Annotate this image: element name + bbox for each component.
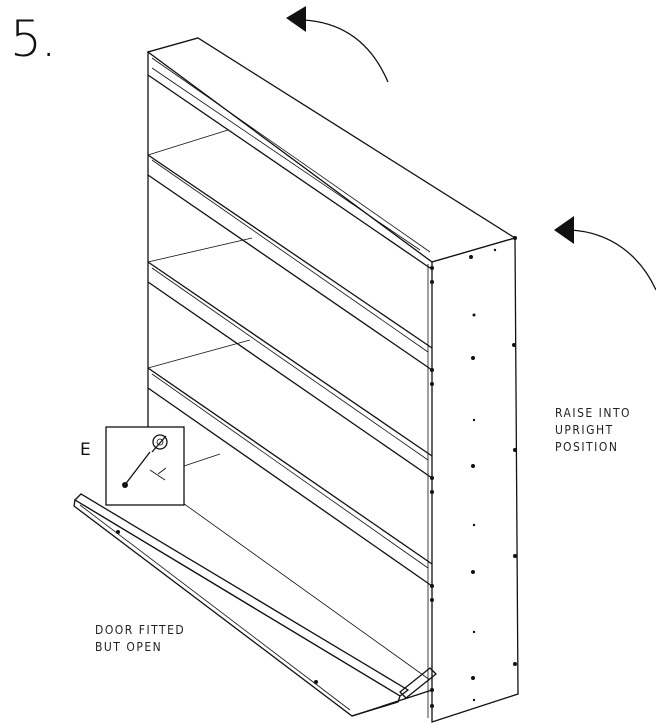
callout-label: E [80,440,91,460]
curved-arrow-icon [286,6,389,83]
cabinet-shelf [147,129,433,371]
instruction-line: UPRIGHT [555,423,614,437]
door-instruction: DOOR FITTED BUT OPEN [95,622,185,656]
open-door [73,493,437,717]
raise-instruction: RAISE INTO UPRIGHT POSITION [555,405,631,456]
cabinet-shelf [147,339,433,587]
cabinet-right-side [427,236,519,723]
instruction-line: RAISE INTO [555,406,632,420]
instruction-line: POSITION [555,440,619,454]
callout-detail-box [105,426,185,506]
cabinet-shelf [147,237,433,479]
curved-arrow-icon [554,216,656,291]
cabinet-top [146,37,517,269]
step-number: 5. [10,10,57,68]
instruction-line: DOOR FITTED [95,623,186,637]
instruction-line: BUT OPEN [95,640,163,654]
